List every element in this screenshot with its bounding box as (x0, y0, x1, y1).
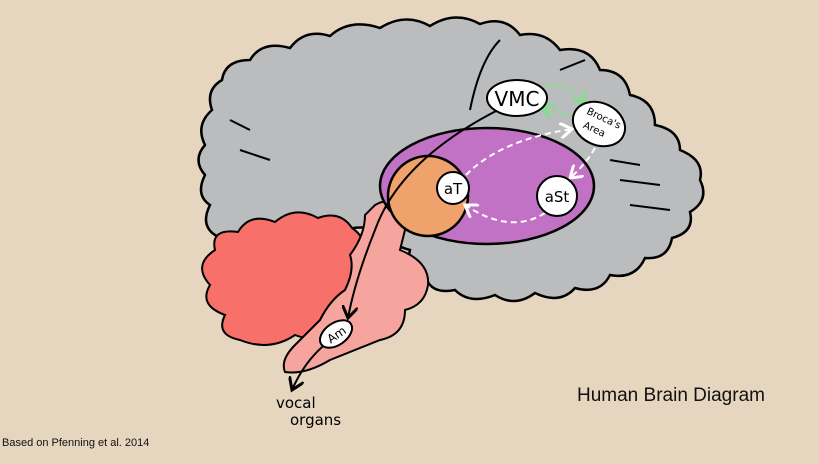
broca-to-ast-arrow (570, 147, 596, 178)
vmc-to-am-pathway (348, 109, 499, 318)
ast-label: aSt (545, 188, 570, 206)
ast-node: aSt (536, 175, 578, 217)
diagram-title: Human Brain Diagram (577, 385, 765, 406)
ast-to-at-arrow (465, 205, 546, 224)
at-node: aT (436, 171, 470, 205)
source-credit: Based on Pfenning et al. 2014 (2, 437, 150, 449)
at-label: aT (444, 180, 463, 198)
broca-node: Broca's Area (571, 100, 627, 148)
sulci (229, 39, 671, 211)
vmc-node: VMC (486, 79, 548, 117)
vmc-label: VMC (495, 87, 540, 111)
at-to-broca-arrow (465, 129, 572, 176)
am-node: Am (318, 319, 354, 349)
broca-to-vmc-arrow (542, 108, 576, 116)
vocal-label-line2: organs (290, 411, 341, 429)
vocal-label-line1: vocal (276, 394, 316, 412)
